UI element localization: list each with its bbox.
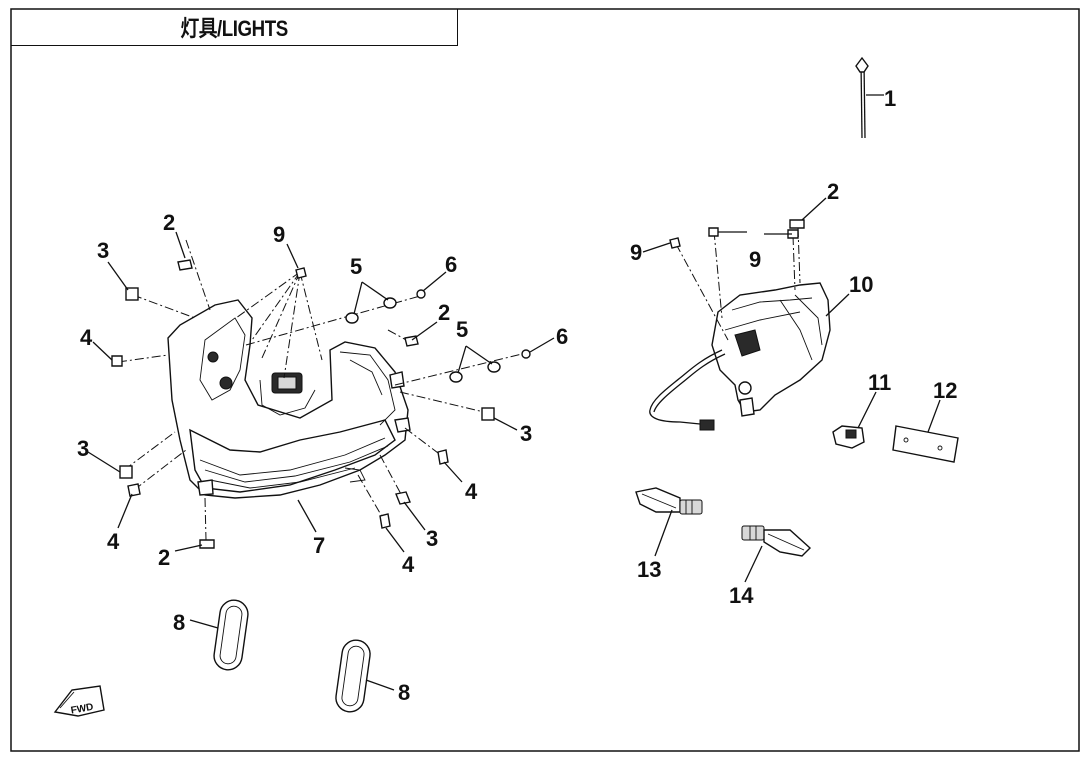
callout-numbers: 1 2 2 2 2 3 3 3 3 4 4 4 4 5 5 6 6 7 8 8 … — [77, 86, 957, 705]
callout-9: 9 — [273, 222, 285, 247]
part-1-clip — [855, 56, 884, 139]
callout-12: 12 — [933, 378, 957, 403]
callout-7: 7 — [313, 533, 325, 558]
title-box: 灯具/LIGHTS — [11, 9, 458, 46]
callout-14: 14 — [729, 583, 754, 608]
border — [10, 8, 1080, 752]
part-12-plate — [892, 425, 959, 463]
callout-2: 2 — [827, 179, 839, 204]
part-8-reflector-right — [335, 639, 371, 713]
callout-2: 2 — [158, 545, 170, 570]
fwd-label: FWD — [70, 702, 94, 717]
callout-3: 3 — [520, 421, 532, 446]
callout-4: 4 — [80, 325, 93, 350]
part-11-connector — [832, 425, 865, 449]
fasteners-right — [669, 219, 805, 249]
callout-4: 4 — [465, 479, 478, 504]
callout-4: 4 — [107, 529, 120, 554]
callout-10: 10 — [849, 272, 873, 297]
callout-6: 6 — [445, 252, 457, 277]
callout-11: 11 — [868, 370, 891, 395]
callout-2: 2 — [163, 210, 175, 235]
callout-1: 1 — [884, 86, 896, 111]
callout-2: 2 — [438, 300, 450, 325]
part-13-turn-signal — [635, 487, 703, 515]
callout-13: 13 — [637, 557, 661, 582]
assembly-lines-right — [675, 227, 801, 341]
callout-9: 9 — [630, 240, 642, 265]
callout-3: 3 — [77, 436, 89, 461]
callout-9: 9 — [749, 247, 761, 272]
assembly-lines-left — [117, 239, 527, 541]
part-8-reflector-left — [213, 599, 249, 671]
callout-3: 3 — [426, 526, 438, 551]
callout-5: 5 — [350, 254, 362, 279]
callout-5: 5 — [456, 317, 468, 342]
leader-lines — [87, 197, 941, 691]
page-title: 灯具/LIGHTS — [180, 16, 288, 41]
callout-6: 6 — [556, 324, 568, 349]
callout-4: 4 — [402, 552, 415, 577]
callout-8: 8 — [173, 610, 185, 635]
part-14-turn-signal — [741, 525, 812, 557]
fasteners-left — [111, 259, 531, 549]
callout-8: 8 — [398, 680, 410, 705]
callout-3: 3 — [97, 238, 109, 263]
forward-arrow-icon: FWD — [53, 685, 105, 717]
part-10-tail-light — [649, 282, 831, 431]
part-7-headlight — [167, 299, 411, 499]
